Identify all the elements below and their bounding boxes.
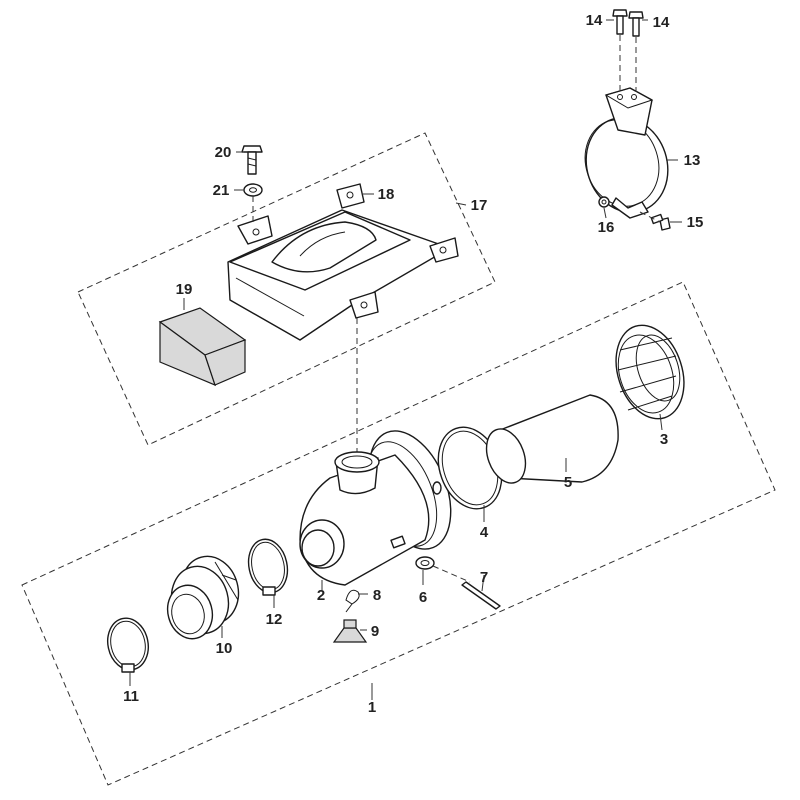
callout-8: 8 (373, 587, 381, 604)
foam-block-part (158, 307, 247, 387)
valve-8-part (345, 589, 360, 613)
bolt-20-part (241, 145, 263, 175)
hose-10-part (166, 555, 240, 640)
callout-19: 19 (176, 281, 193, 298)
callout-18: 18 (378, 186, 395, 203)
callout-14a: 14 (586, 12, 603, 29)
callout-11: 11 (123, 688, 139, 705)
callout-1: 1 (368, 699, 376, 716)
pin-7-part (461, 581, 501, 610)
callout-3: 3 (660, 431, 668, 448)
callout-6: 6 (419, 589, 427, 606)
end-cap-part (615, 324, 685, 420)
callout-13: 13 (684, 152, 701, 169)
leader-3 (659, 413, 663, 431)
washer-21-part (243, 183, 263, 197)
bolt-15-part (650, 213, 671, 231)
assembly-17-boundary (77, 132, 496, 446)
hose-clamp-11-part (107, 617, 149, 673)
filter-element-part (485, 394, 619, 484)
leader-16 (603, 207, 607, 219)
intake-cover-part (227, 183, 459, 341)
callout-4: 4 (480, 524, 489, 541)
callout-2: 2 (317, 587, 325, 604)
bolt-14a-part (612, 9, 628, 35)
callout-15: 15 (687, 214, 704, 231)
assembly-1-boundary (21, 281, 776, 786)
washer-16-part (598, 196, 610, 208)
leader-7 (481, 574, 485, 592)
leader-17 (455, 202, 467, 206)
hose-clamp-12-part (247, 538, 289, 596)
callout-21: 21 (213, 182, 230, 199)
callout-14b: 14 (653, 14, 670, 31)
pin-7-axis (432, 565, 471, 583)
callout-12: 12 (266, 611, 283, 628)
callout-7: 7 (480, 569, 488, 586)
callout-9: 9 (371, 623, 379, 640)
air-cleaner-body-part (299, 430, 452, 586)
mounting-band-part (584, 87, 669, 219)
callout-20: 20 (215, 144, 232, 161)
clip-6-part (415, 556, 435, 570)
callout-17: 17 (471, 197, 488, 214)
bolt-15-axis (639, 211, 661, 223)
dust-valve-9-part (332, 619, 368, 643)
callout-16: 16 (598, 219, 615, 236)
callout-5: 5 (564, 474, 572, 491)
callout-10: 10 (216, 640, 233, 657)
bolt-14b-part (628, 11, 644, 37)
